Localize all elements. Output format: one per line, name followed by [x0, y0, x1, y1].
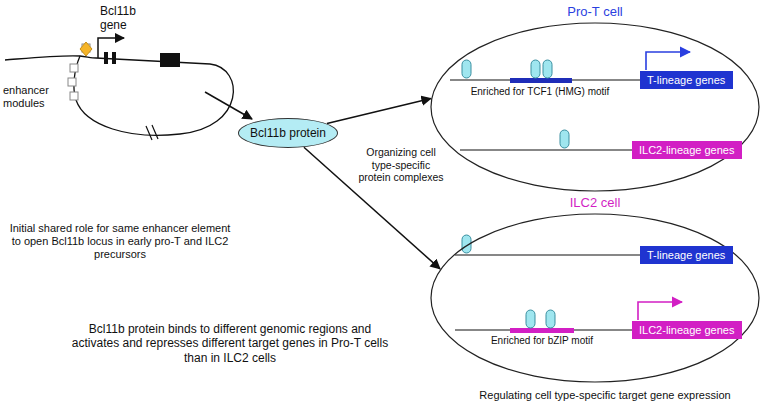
enhancer-module	[70, 92, 78, 100]
gene-box: ILC2-lineage genes	[632, 141, 742, 159]
label-text: T-lineage genes	[647, 74, 725, 86]
exon	[112, 52, 116, 64]
motif-label: Enriched for bZIP motif	[472, 335, 612, 347]
note-text: Initial shared role for same enhancer el…	[6, 222, 234, 262]
label-text: T-lineage genes	[647, 249, 725, 261]
promoter-arrow	[98, 38, 124, 58]
enhancer-module	[68, 78, 76, 86]
label-text: ILC2-lineage genes	[639, 144, 734, 156]
enhancer-label: enhancer modules	[3, 84, 63, 110]
cell-outline	[430, 22, 760, 192]
motif-label: Enriched for TCF1 (HMG) motif	[460, 86, 620, 98]
gene-box: ILC2-lineage genes	[632, 321, 742, 339]
gene-box: T-lineage genes	[640, 71, 733, 89]
summary-text: Regulating cell type-specific target gen…	[460, 389, 750, 402]
label-text: ILC2-lineage genes	[639, 324, 734, 336]
exon	[104, 52, 108, 64]
label-text: Bcl11b protein	[250, 126, 326, 140]
label-text: Pro-T cell	[430, 4, 760, 19]
summary-text: Bcl11b protein binds to different genomi…	[70, 322, 390, 365]
protein-oval: Bcl11b protein	[238, 118, 338, 148]
cell-ellipse: ILC2 cellT-lineage genesILC2-lineage gen…	[430, 193, 760, 383]
exon	[160, 53, 180, 67]
gene-label: Bcl11b gene	[100, 4, 150, 33]
enhancer-module	[70, 64, 78, 72]
expression-arrow	[205, 92, 252, 119]
cell-outline	[430, 213, 760, 383]
pro-t-contents	[450, 52, 690, 150]
connector-arrow	[327, 99, 431, 124]
gene-box: T-lineage genes	[640, 246, 733, 264]
label-text: ILC2 cell	[430, 195, 760, 210]
arrow-note: Organizing cell type-specific protein co…	[356, 146, 446, 184]
enhancer-element	[80, 42, 92, 56]
